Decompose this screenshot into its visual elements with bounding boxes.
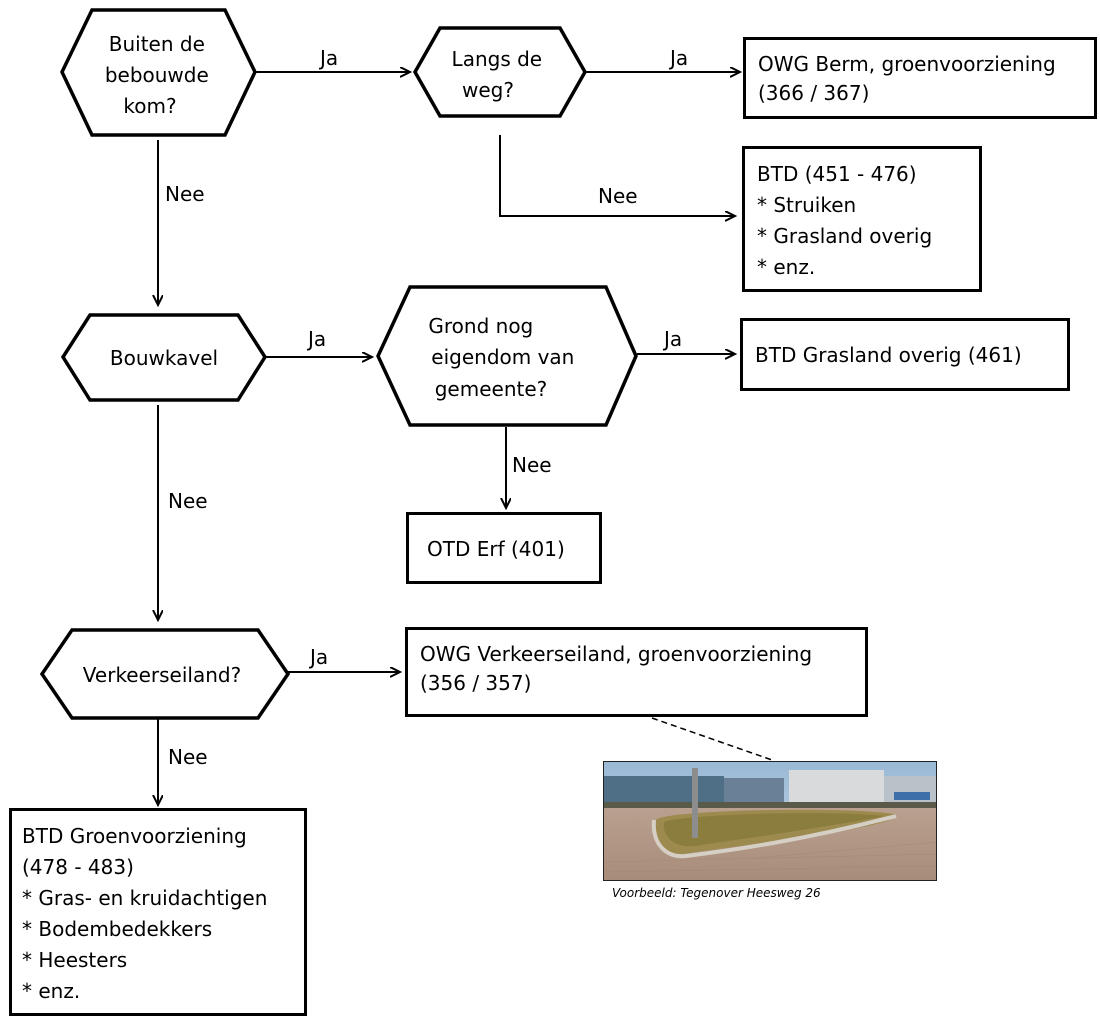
edge-label-bouwkavel-nee: Nee — [168, 489, 208, 513]
edge-label-bouwkavel-ja: Ja — [306, 327, 326, 351]
outcome-line: OWG Verkeerseiland, groenvoorziening — [420, 642, 813, 666]
outcome-line: * enz. — [22, 979, 81, 1003]
decision-langs-shape — [412, 26, 588, 118]
decision-grond-label: Grond nog eigendom van gemeente? — [428, 314, 580, 401]
edge-label-langs-ja: Ja — [668, 46, 688, 70]
edge-label-langs-nee: Nee — [598, 184, 638, 208]
outcome-line: * Grasland overig — [757, 224, 933, 248]
decision-bouwkavel-shape — [60, 313, 268, 402]
decision-verkeer-label: Verkeerseiland? — [83, 663, 241, 687]
edge-langs-nee — [499, 135, 735, 216]
decision-grond-shape — [376, 285, 638, 427]
outcome-line: (478 - 483) — [22, 855, 134, 879]
outcome-line: BTD Groenvoorziening — [22, 824, 247, 848]
outcome-line: BTD Grasland overig (461) — [755, 343, 1022, 367]
outcome-line: * Bodembedekkers — [22, 917, 213, 941]
decision-buiten-shape — [60, 8, 257, 137]
outcome-line: * enz. — [757, 255, 816, 279]
outcome-line: OWG Berm, groenvoorziening — [758, 52, 1056, 76]
decision-verkeer-shape — [39, 628, 291, 720]
photo-pointer — [651, 717, 773, 761]
edge-label-verkeer-nee: Nee — [168, 745, 208, 769]
decision-bouwkavel-label: Bouwkavel — [110, 346, 218, 370]
outcome-line: BTD (451 - 476) — [757, 162, 917, 186]
decision-langs-label: Langs de weg? — [452, 47, 549, 102]
outcome-owg-verkeerseiland: OWG Verkeerseiland, groenvoorziening (35… — [405, 627, 868, 717]
photo-caption: Voorbeeld: Tegenover Heesweg 26 — [612, 886, 821, 900]
edge-label-verkeer-ja: Ja — [308, 645, 328, 669]
outcome-btd-451: BTD (451 - 476) * Struiken * Grasland ov… — [742, 146, 982, 292]
edge-label-buiten-nee: Nee — [165, 182, 205, 206]
outcome-line: * Heesters — [22, 948, 128, 972]
outcome-line: OTD Erf (401) — [427, 537, 565, 561]
outcome-line: (356 / 357) — [420, 671, 532, 695]
outcome-owg-berm: OWG Berm, groenvoorziening (366 / 367) — [743, 37, 1097, 119]
outcome-line: * Struiken — [757, 193, 857, 217]
outcome-line: (366 / 367) — [758, 81, 870, 105]
outcome-line: * Gras- en kruidachtigen — [22, 886, 268, 910]
outcome-otd-erf: OTD Erf (401) — [406, 512, 602, 584]
edge-label-buiten-ja: Ja — [318, 46, 338, 70]
edge-label-grond-ja: Ja — [662, 327, 682, 351]
outcome-btd-groen: BTD Groenvoorziening (478 - 483) * Gras-… — [9, 808, 307, 1016]
example-photo — [603, 761, 937, 881]
decision-buiten-label: Buiten de bebouwde kom? — [105, 32, 215, 118]
edge-label-grond-nee: Nee — [512, 453, 552, 477]
outcome-btd-grasland: BTD Grasland overig (461) — [740, 318, 1070, 391]
